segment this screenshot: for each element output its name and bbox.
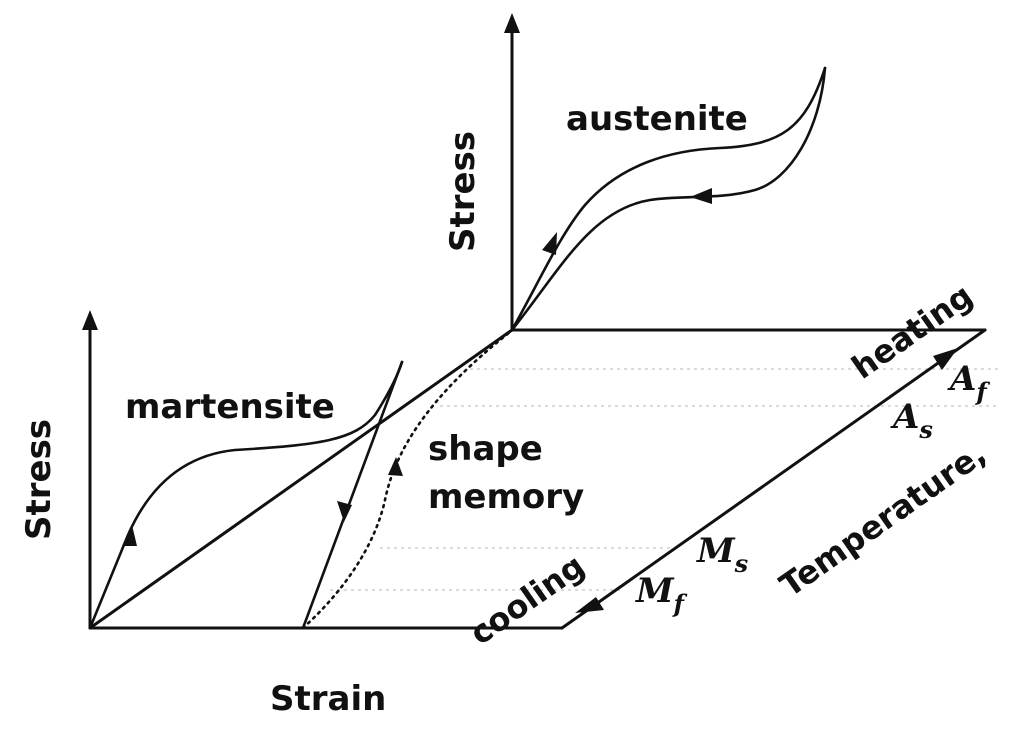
loading-arrow-icon [122, 525, 137, 546]
stress-axis-lower [82, 310, 98, 630]
recovery-arrow-icon [388, 457, 403, 476]
shape-memory-path [301, 330, 512, 630]
austenite-curve [510, 66, 827, 332]
shape-memory-label-line1: shape [428, 429, 543, 469]
ms-temperature-label: Ms [696, 531, 749, 578]
unloading-arrow-icon [337, 501, 352, 522]
temperature-arrows [575, 348, 958, 613]
as-temperature-label: As [890, 397, 933, 444]
temperature-guide-lines [330, 368, 1000, 591]
arrow-up-icon [82, 310, 98, 330]
strain-axis-label: Strain [270, 679, 386, 719]
af-temperature-label: Af [947, 359, 990, 406]
cooling-label: cooling [463, 547, 592, 653]
temperature-axis-label: Temperature, [773, 434, 993, 604]
loading-arrow-icon [542, 232, 557, 255]
mf-temperature-label: Mf [635, 571, 688, 618]
stress-axis-upper [504, 13, 520, 332]
base-plane [88, 328, 987, 630]
shape-memory-label-line2: memory [428, 477, 584, 517]
cooling-arrow-icon [575, 597, 604, 613]
martensite-label: martensite [125, 387, 335, 427]
stress-axis-label-upper: Stress [443, 131, 483, 252]
stress-axis-label-lower: Stress [19, 419, 59, 540]
martensite-curve [88, 360, 404, 630]
plane-diagonal-right [560, 328, 987, 630]
austenite-label: austenite [566, 99, 748, 139]
heating-arrow-icon [933, 348, 958, 370]
arrow-up-icon [504, 13, 520, 33]
unloading-arrow-icon [690, 188, 712, 204]
plane-diagonal-left [88, 328, 514, 630]
